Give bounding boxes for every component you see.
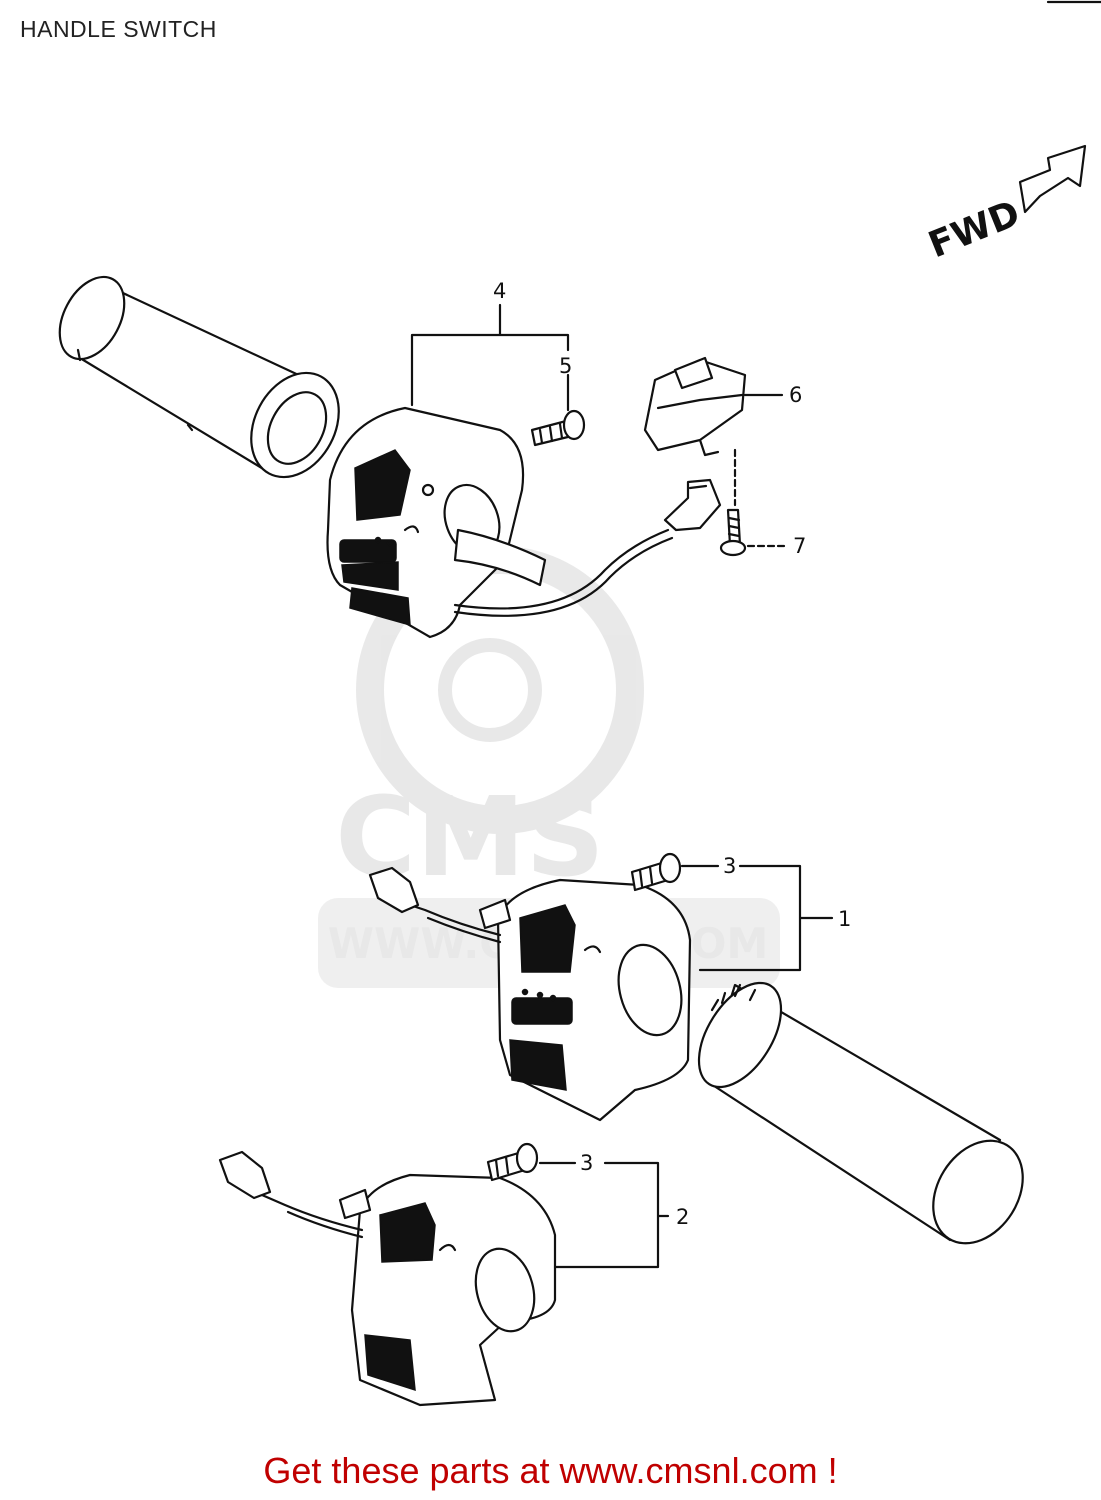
callout-1: 1: [698, 864, 851, 972]
right-switch-wire-1: [368, 866, 512, 944]
callout-3-upper: 3: [680, 854, 736, 878]
left-switch-wire: [453, 478, 722, 617]
callout-7: 7: [733, 448, 806, 558]
callout-5: 5: [559, 354, 572, 412]
right-switch-housing-1: [496, 878, 692, 1122]
switch-housing-2: [350, 1173, 557, 1407]
svg-text:3: 3: [723, 854, 736, 878]
footer-link[interactable]: Get these parts at www.cmsnl.com !: [263, 1450, 838, 1491]
right-connector-icon: [368, 866, 420, 914]
callout-4: 4: [410, 279, 570, 407]
switch-2-connector-icon: [218, 1150, 272, 1200]
clutch-switch-6: [643, 356, 747, 457]
left-connector-icon: [663, 478, 722, 532]
screw-5: [530, 409, 586, 447]
callout-3-lower: 3: [538, 1151, 593, 1175]
forward-arrow-icon: [1018, 144, 1087, 214]
page-title: HANDLE SWITCH: [20, 16, 217, 42]
svg-text:2: 2: [676, 1205, 689, 1229]
svg-text:6: 6: [789, 383, 802, 407]
svg-text:5: 5: [559, 354, 572, 378]
callout-2: 2: [553, 1161, 689, 1269]
left-switch-housing: [326, 406, 547, 639]
left-grip: [58, 275, 340, 479]
svg-text:4: 4: [493, 279, 506, 303]
throttle-grip: [697, 981, 1024, 1245]
screw-3-lower: [486, 1142, 539, 1182]
switch-wire-2: [218, 1150, 372, 1239]
callout-6: 6: [743, 383, 802, 407]
screw-3-upper: [630, 852, 682, 892]
svg-text:1: 1: [838, 907, 851, 931]
fwd-label: FWD: [923, 193, 1026, 266]
svg-text:7: 7: [793, 534, 806, 558]
screw-7: [719, 508, 747, 557]
svg-text:3: 3: [580, 1151, 593, 1175]
fwd-arrow: FWD: [923, 144, 1087, 266]
